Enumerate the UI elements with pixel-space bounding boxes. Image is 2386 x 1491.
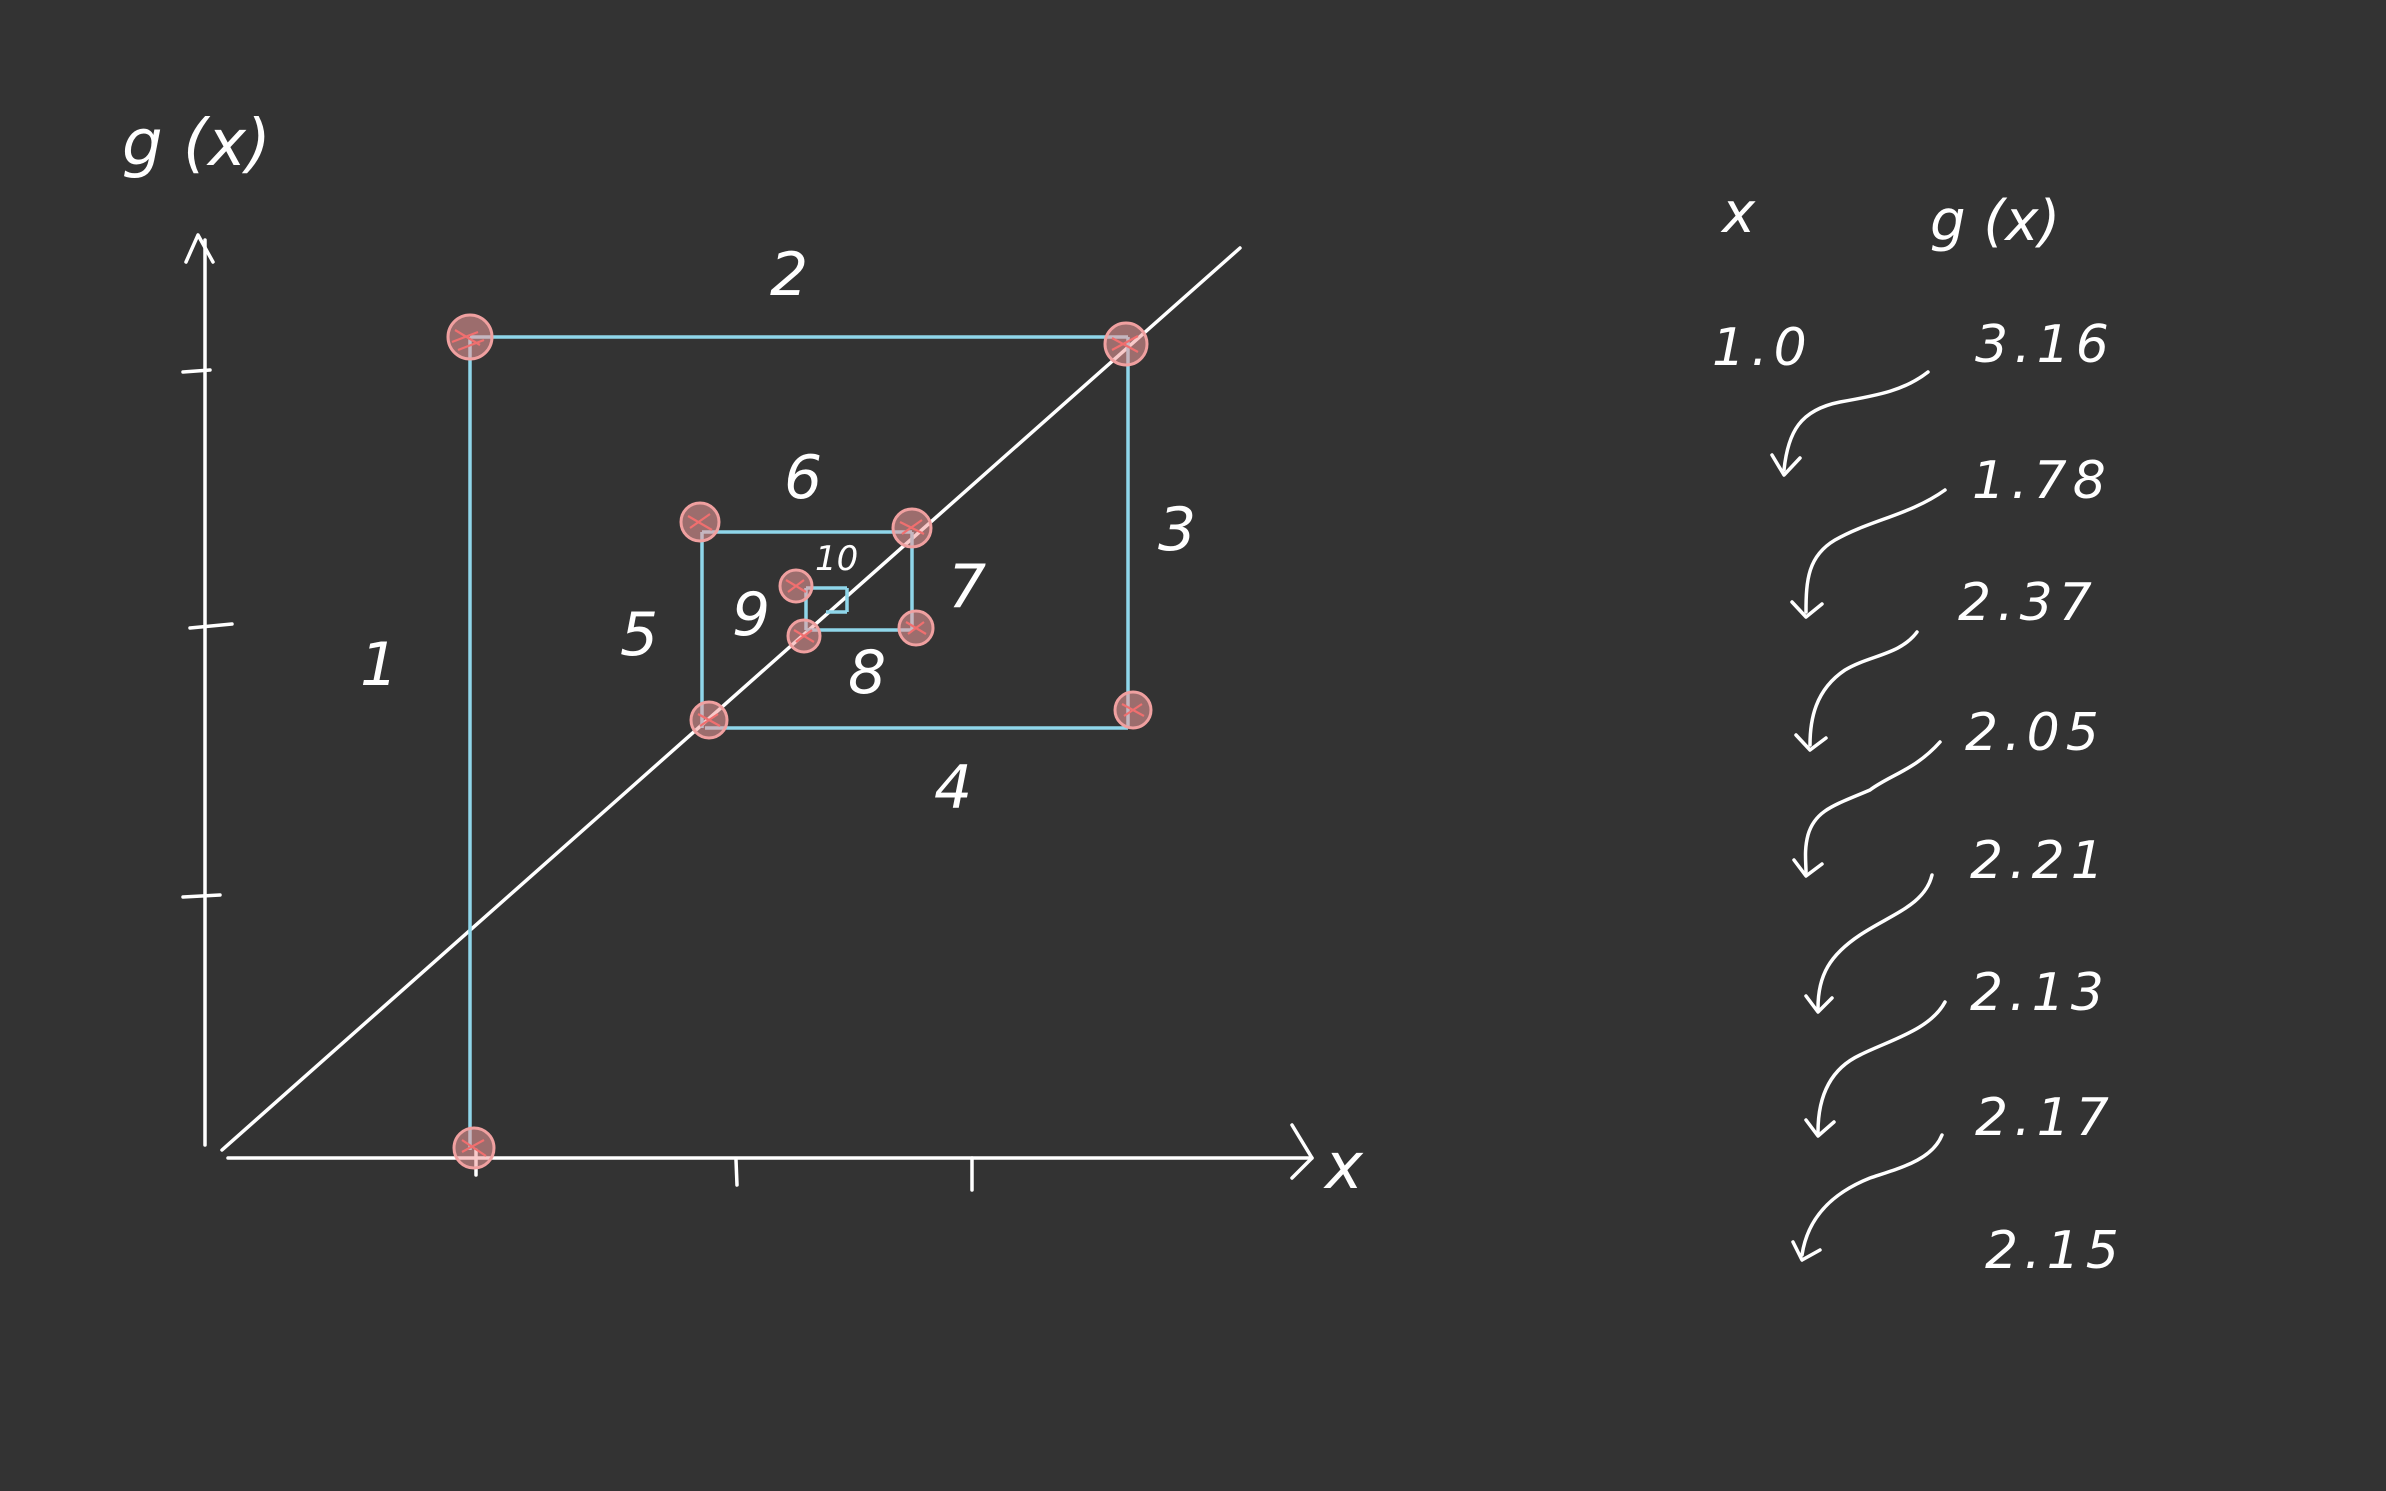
iteration-point — [1113, 690, 1153, 730]
feedback-arrow — [1770, 370, 1930, 477]
table-gx-header: g (x) — [1930, 189, 2060, 254]
table-g-value: 2.13 — [1970, 963, 2110, 1023]
table-x-start: 1.0 — [1712, 318, 1813, 378]
iteration-point — [446, 313, 494, 361]
y-axis — [181, 233, 234, 1147]
iteration-point — [452, 1126, 496, 1170]
step-number: 8 — [848, 638, 886, 708]
feedback-arrow — [1804, 873, 1934, 1014]
step-number: 9 — [732, 580, 770, 650]
x-axis-label: x — [1323, 1130, 1364, 1204]
iteration-point — [897, 609, 935, 647]
step-number: 6 — [784, 443, 822, 513]
step-number: 10 — [815, 539, 858, 579]
feedback-arrow — [1791, 1133, 1944, 1262]
table-g-value: 2.15 — [1985, 1221, 2125, 1281]
identity-line — [220, 246, 1242, 1152]
table-g-value: 2.37 — [1958, 573, 2098, 633]
feedback-arrow — [1804, 1000, 1947, 1138]
iteration-point — [778, 568, 814, 604]
step-number: 4 — [934, 753, 972, 823]
table-g-value: 2.05 — [1965, 703, 2105, 763]
table-g-value: 2.17 — [1975, 1088, 2115, 1148]
step-number: 3 — [1158, 495, 1196, 565]
table-g-value: 1.78 — [1972, 451, 2112, 511]
step-number: 7 — [948, 552, 986, 622]
y-axis-label: g (x) — [122, 107, 271, 181]
feedback-arrow — [1794, 630, 1919, 752]
iteration-point — [786, 618, 822, 654]
table-x-header: x — [1720, 181, 1756, 246]
step-number: 5 — [620, 600, 658, 670]
feedback-arrow — [1790, 488, 1947, 619]
step-number: 2 — [770, 240, 808, 310]
iteration-point — [1103, 321, 1149, 367]
iteration-point — [891, 507, 933, 549]
x-axis — [226, 1123, 1314, 1192]
table-g-value: 2.21 — [1970, 831, 2110, 891]
iteration-point — [689, 700, 729, 740]
step-number: 1 — [360, 630, 398, 700]
table-g-value: 3.16 — [1975, 315, 2115, 375]
feedback-arrow — [1792, 740, 1942, 878]
iteration-point — [679, 501, 721, 543]
